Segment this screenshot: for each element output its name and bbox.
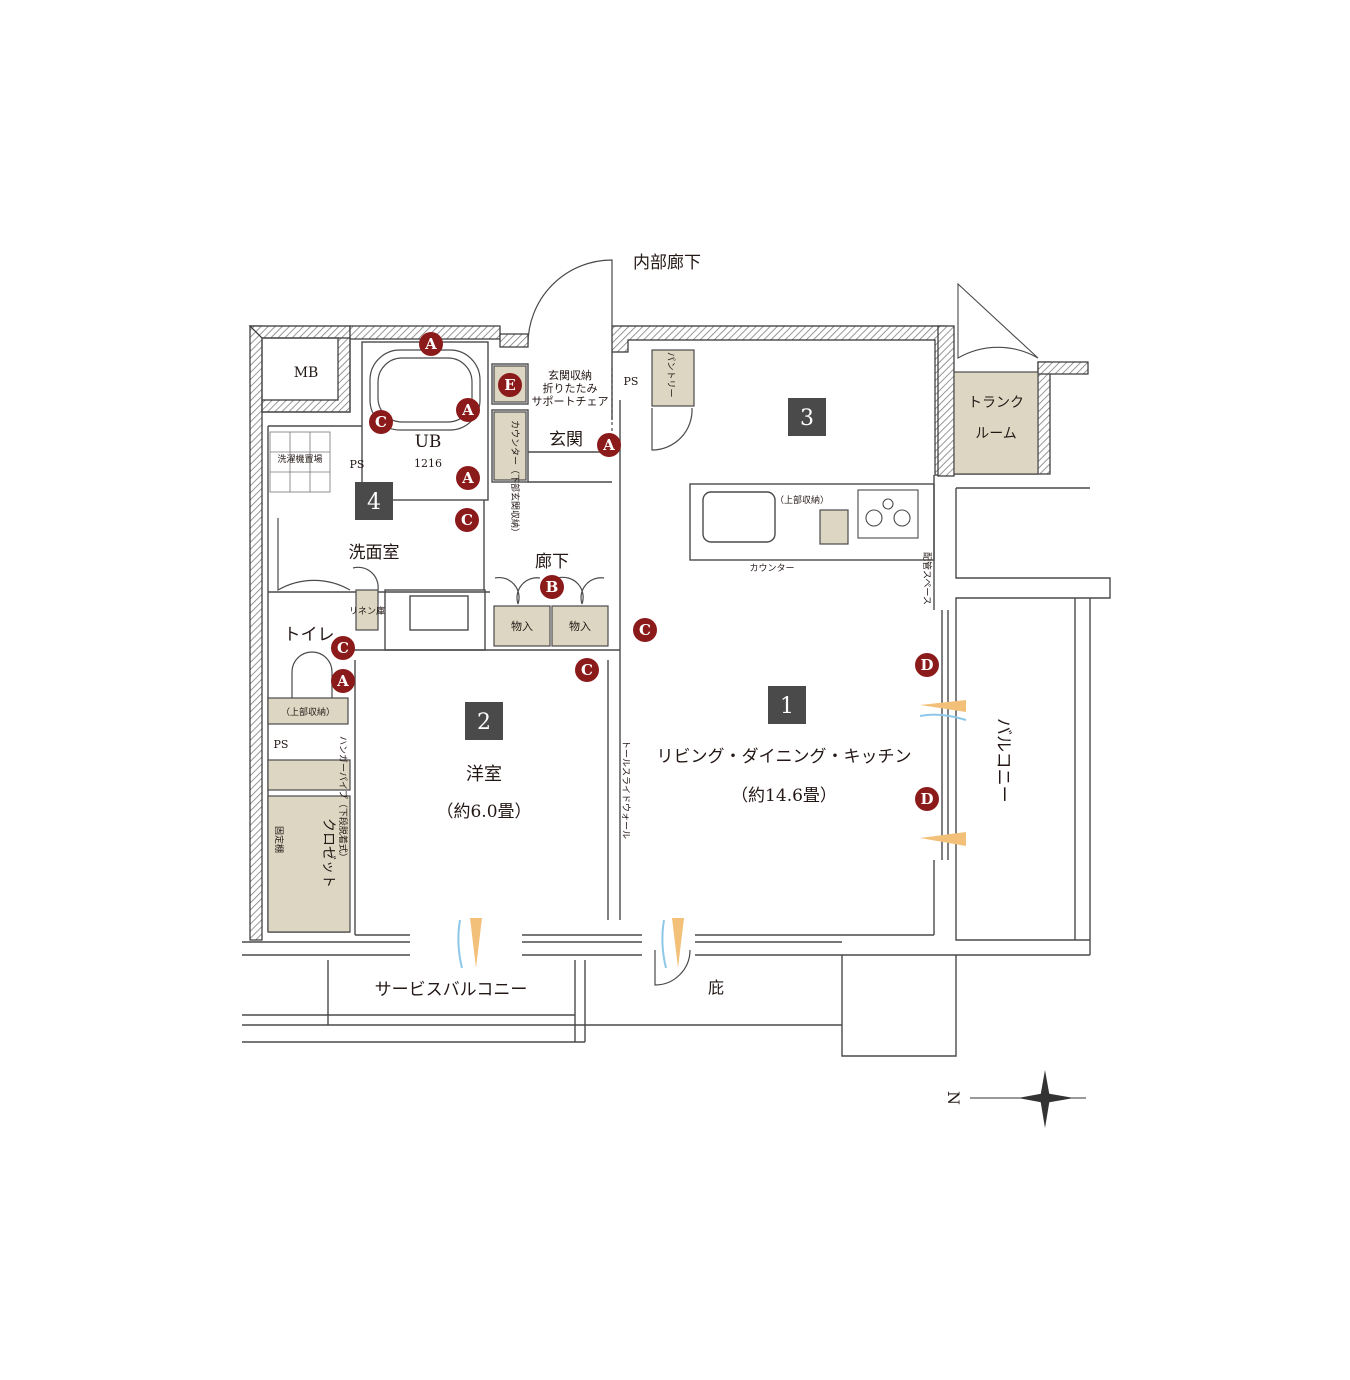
vent-marks <box>457 700 967 969</box>
svg-text:A: A <box>461 401 474 419</box>
marker-c: C <box>331 636 355 660</box>
svg-text:A: A <box>461 469 474 487</box>
vertical-labels: パントリー カウンター（下部玄関収納） 配管スペース トールスライドウォール ハ… <box>273 352 1013 888</box>
svg-text:A: A <box>602 436 615 454</box>
north-label: N <box>944 1091 963 1105</box>
marker-c: C <box>633 618 657 642</box>
linen-label: リネン庫 <box>349 605 385 617</box>
marker-c: C <box>455 508 479 532</box>
marker-d: D <box>915 653 939 677</box>
marker-c: C <box>369 410 393 434</box>
room-number-boxes: 1 2 3 4 <box>355 398 826 740</box>
marker-a: A <box>456 398 480 422</box>
svg-text:B: B <box>546 578 559 596</box>
entrance-storage-label-1: 玄関収納 <box>548 368 592 382</box>
counter-label: カウンター <box>749 563 794 574</box>
pantry-label: パントリー <box>665 352 676 397</box>
laundry-tile <box>269 431 331 493</box>
storage-areas <box>267 349 1039 933</box>
washer-label: 洗濯機置場 <box>277 453 322 465</box>
storage-label-1: 物入 <box>511 619 533 633</box>
room-number-1: 1 <box>780 694 794 719</box>
ps-label-ub: PS <box>350 458 365 471</box>
marker-d: D <box>915 787 939 811</box>
ps-label-closet: PS <box>274 738 289 751</box>
room-number-3: 3 <box>800 406 814 431</box>
mb-label: MB <box>294 365 319 381</box>
svg-text:C: C <box>337 639 349 657</box>
toilet-fixture <box>291 651 333 698</box>
washroom-label: 洗面室 <box>349 543 400 563</box>
markers: A A A A A B C C C C C D D E <box>331 332 939 811</box>
hallway-label: 廊下 <box>535 552 569 572</box>
svg-text:C: C <box>375 413 387 431</box>
hanger-pipe-label: ハンガーパイプ（下段脱着式） <box>337 736 349 862</box>
compass-icon: N <box>944 1070 1086 1128</box>
ldk-size-label: （約14.6畳） <box>731 786 837 806</box>
marker-a: A <box>597 433 621 457</box>
svg-text:D: D <box>920 790 933 808</box>
ldk-label: リビング・ダイニング・キッチン <box>657 747 912 767</box>
upper-storage-label-kitchen: （上部収納） <box>775 494 829 506</box>
svg-text:C: C <box>581 661 593 679</box>
trunk-room-label-1: トランク <box>968 395 1024 411</box>
service-balcony-label: サービスバルコニー <box>375 980 528 1000</box>
closet-label: クロゼット <box>320 818 336 888</box>
svg-text:E: E <box>504 376 515 394</box>
svg-text:D: D <box>920 656 933 674</box>
storage-label-2: 物入 <box>569 619 591 633</box>
eaves-label: 庇 <box>708 978 724 997</box>
fixed-shelf-label: 固定棚 <box>273 826 285 853</box>
svg-text:C: C <box>461 511 473 529</box>
entrance-storage-label-2: 折りたたみ <box>543 381 598 395</box>
toilet-label: トイレ <box>284 625 335 645</box>
trunk-room-label-2: ルーム <box>975 426 1017 442</box>
tall-slide-wall-label: トールスライドウォール <box>620 740 631 839</box>
ub-label: UB <box>415 432 442 452</box>
svg-text:A: A <box>424 335 437 353</box>
marker-b: B <box>540 575 564 599</box>
room-number-4: 4 <box>367 490 381 515</box>
room-number-2: 2 <box>477 710 491 735</box>
exterior-walls <box>248 325 1089 941</box>
marker-a: A <box>331 669 355 693</box>
marker-c: C <box>575 658 599 682</box>
balcony-label: バルコニー <box>993 718 1013 803</box>
ps-label-entrance: PS <box>624 375 639 388</box>
western-room-size-label: （約6.0畳） <box>436 802 531 822</box>
upper-storage-label-toilet: （上部収納） <box>281 706 335 718</box>
inner-corridor-label: 内部廊下 <box>633 253 701 273</box>
marker-a: A <box>419 332 443 356</box>
marker-e: E <box>498 373 522 397</box>
interior-lines <box>242 337 1111 1057</box>
entrance-label: 玄関 <box>549 430 583 450</box>
marker-a: A <box>456 466 480 490</box>
stove <box>857 489 919 539</box>
ub-size-label: 1216 <box>414 457 442 470</box>
door-swings <box>277 259 1039 986</box>
piping-space-label: 配管スペース <box>921 552 933 605</box>
svg-text:A: A <box>336 672 349 690</box>
entrance-storage-label-3: サポートチェア <box>532 395 609 408</box>
counter-storage-label: カウンター（下部玄関収納） <box>509 420 521 537</box>
western-room-label: 洋室 <box>466 764 502 785</box>
svg-text:C: C <box>639 621 651 639</box>
room-labels: 内部廊下 MB UB 1216 PS PS PS 洗濯機置場 洗面室 トイレ （… <box>274 253 1024 1000</box>
